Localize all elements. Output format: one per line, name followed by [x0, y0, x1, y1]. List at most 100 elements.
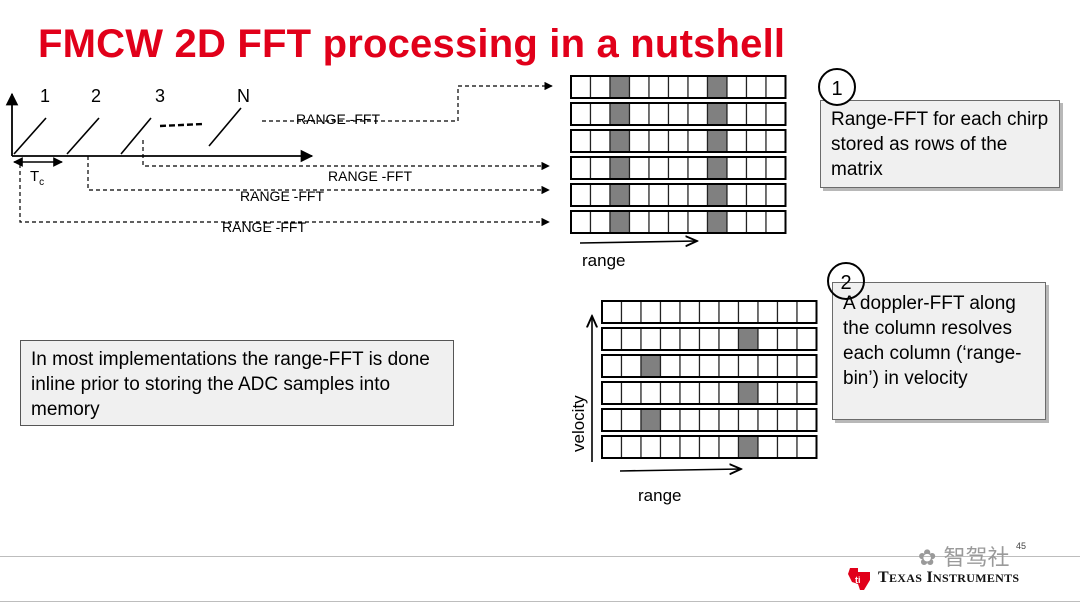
path-chirp-n	[262, 81, 553, 122]
matrix-cell	[589, 156, 611, 180]
inline-note: In most implementations the range-FFT is…	[31, 349, 430, 420]
matrix-cell	[737, 354, 759, 378]
matrix-cell	[796, 435, 818, 459]
matrix-cell	[706, 156, 728, 180]
matrix-cell	[757, 327, 779, 351]
chirp-label-1: 1	[40, 86, 50, 106]
matrix-row	[601, 408, 818, 432]
matrix-cell	[698, 327, 720, 351]
matrix-cell	[648, 102, 670, 126]
matrix-cell	[648, 75, 670, 99]
ti-state-icon: ti	[848, 568, 870, 590]
matrix-cell	[776, 408, 798, 432]
wechat-icon: ✿	[918, 546, 937, 571]
matrix-cell	[737, 408, 759, 432]
step1-description-box: Range-FFT for each chirp stored as rows …	[820, 100, 1060, 188]
matrix-cell	[620, 381, 642, 405]
matrix-cell	[648, 183, 670, 207]
matrix-cell	[765, 210, 787, 234]
matrix-cell	[589, 210, 611, 234]
range-matrix	[570, 75, 787, 234]
matrix-cell	[718, 354, 740, 378]
matrix-cell	[601, 408, 623, 432]
matrix-cell	[718, 408, 740, 432]
matrix-cell	[589, 129, 611, 153]
matrix-row	[601, 435, 818, 459]
path-chirp-3	[142, 140, 550, 171]
matrix-cell	[640, 300, 662, 324]
watermark: ✿ 智驾社	[918, 540, 1009, 572]
matrix-cell	[679, 327, 701, 351]
matrix-cell	[601, 381, 623, 405]
matrix-cell	[765, 102, 787, 126]
step1-description: Range-FFT for each chirp stored as rows …	[831, 109, 1049, 180]
inline-note-box: In most implementations the range-FFT is…	[20, 340, 454, 426]
matrix-cell	[698, 300, 720, 324]
matrix-row	[570, 102, 787, 126]
matrix-cell	[628, 156, 650, 180]
matrix-cell	[687, 129, 709, 153]
matrix-cell	[570, 210, 592, 234]
matrix-cell	[609, 102, 631, 126]
matrix-cell	[765, 75, 787, 99]
chirp-label-3: 3	[155, 86, 165, 106]
matrix-cell	[776, 300, 798, 324]
matrix-cell	[628, 102, 650, 126]
matrix-cell	[737, 327, 759, 351]
matrix-cell	[765, 129, 787, 153]
matrix-row	[601, 300, 818, 324]
matrix-cell	[765, 183, 787, 207]
range-axis-arrow	[579, 241, 697, 243]
step2-description-box: A doppler-FFT along the column resolves …	[832, 282, 1046, 420]
matrix-cell	[796, 381, 818, 405]
matrix-cell	[648, 129, 670, 153]
matrix-cell	[589, 102, 611, 126]
matrix-cell	[601, 327, 623, 351]
matrix-cell	[640, 354, 662, 378]
matrix-cell	[726, 102, 748, 126]
matrix-cell	[687, 102, 709, 126]
tc-subscript: c	[39, 177, 44, 188]
range-axis-label: range	[582, 251, 625, 270]
chirp-ellipsis-dashes	[159, 122, 204, 128]
step1-badge: 1	[818, 68, 856, 106]
matrix-cell	[706, 129, 728, 153]
path-chirp-2	[87, 156, 550, 195]
matrix-cell	[570, 102, 592, 126]
matrix-cell	[667, 210, 689, 234]
matrix-cell	[589, 183, 611, 207]
matrix-cell	[667, 129, 689, 153]
matrix-cell	[687, 183, 709, 207]
matrix-cell	[609, 75, 631, 99]
chirp-axes	[5, 92, 314, 167]
doppler-range-axis-arrow	[619, 469, 741, 471]
matrix-cell	[706, 210, 728, 234]
matrix-cell	[659, 408, 681, 432]
matrix-cell	[776, 435, 798, 459]
matrix-cell	[726, 156, 748, 180]
matrix-cell	[698, 435, 720, 459]
matrix-cell	[757, 300, 779, 324]
step2-description: A doppler-FFT along the column resolves …	[843, 293, 1022, 389]
ti-brand-text: TEXAS INSTRUMENTS	[878, 569, 1020, 586]
matrix-cell	[628, 183, 650, 207]
range-fft-label-2: RANGE -FFT	[240, 188, 324, 204]
matrix-cell	[745, 210, 767, 234]
matrix-cell	[776, 354, 798, 378]
matrix-row	[601, 327, 818, 351]
matrix-cell	[570, 75, 592, 99]
matrix-row	[570, 129, 787, 153]
watermark-text: 智驾社	[943, 546, 1010, 571]
matrix-cell	[620, 435, 642, 459]
matrix-cell	[640, 408, 662, 432]
doppler-range-axis-label: range	[638, 486, 681, 505]
matrix-cell	[726, 183, 748, 207]
path-chirp-1	[19, 164, 550, 227]
matrix-cell	[679, 300, 701, 324]
matrix-cell	[589, 75, 611, 99]
matrix-cell	[601, 300, 623, 324]
matrix-cell	[687, 75, 709, 99]
matrix-cell	[679, 381, 701, 405]
matrix-cell	[687, 156, 709, 180]
